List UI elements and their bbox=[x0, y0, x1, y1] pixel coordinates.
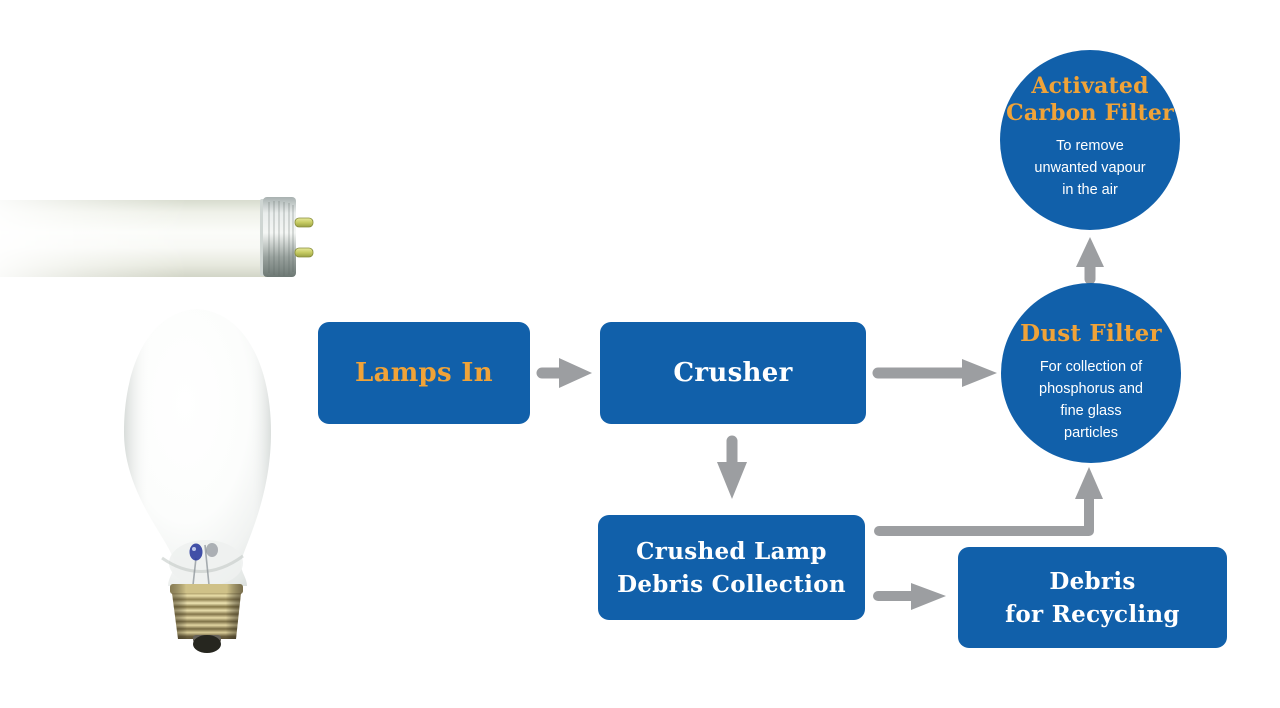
node-description-line: For collection of bbox=[1039, 359, 1143, 375]
node-label: Debris for Recycling bbox=[1005, 565, 1180, 631]
node-label-line: Debris bbox=[1049, 567, 1136, 595]
node-label: Crusher bbox=[673, 358, 793, 388]
tube-pin-top bbox=[294, 217, 314, 228]
node-description-line: To remove bbox=[1056, 138, 1124, 154]
node-label-line: for Recycling bbox=[1005, 600, 1180, 628]
bulb-screw-base bbox=[170, 584, 243, 653]
node-label-line: Crushed Lamp bbox=[636, 537, 827, 565]
node-description-line: particles bbox=[1064, 425, 1118, 441]
node-description: For collection of phosphorus and fine gl… bbox=[1001, 356, 1181, 444]
node-title: Dust Filter bbox=[1020, 320, 1162, 347]
node-label: Lamps In bbox=[355, 358, 493, 388]
arrow-crusher-to-dust-filter bbox=[872, 359, 997, 387]
node-crushed-lamp-debris-collection: Crushed Lamp Debris Collection bbox=[598, 515, 865, 620]
node-debris-for-recycling: Debris for Recycling bbox=[958, 547, 1227, 648]
node-label-line: Debris Collection bbox=[617, 570, 846, 598]
lamp-photos-illustration bbox=[0, 197, 314, 653]
arrow-crusher-to-crushed-collection bbox=[717, 435, 747, 499]
fluorescent-tube-image bbox=[0, 197, 314, 277]
node-crusher: Crusher bbox=[600, 322, 866, 424]
node-description-line: fine glass bbox=[1060, 403, 1122, 419]
elliptical-bulb-image bbox=[124, 309, 271, 653]
node-description: To remove unwanted vapour in the air bbox=[1000, 135, 1180, 201]
bulb-inner-arc-tube bbox=[189, 543, 203, 561]
arrow-crushed-collection-to-debris-recycling bbox=[873, 583, 946, 610]
arrow-dust-filter-to-activated-carbon-filter bbox=[1076, 237, 1104, 285]
node-title: Activated Carbon Filter bbox=[1000, 73, 1180, 127]
node-description-line: unwanted vapour bbox=[1034, 160, 1146, 176]
node-title-line: Carbon Filter bbox=[1006, 100, 1174, 126]
node-dust-filter: Dust Filter For collection of phosphorus… bbox=[1001, 283, 1181, 463]
arrow-lamps-in-to-crusher bbox=[536, 358, 592, 388]
node-label: Crushed Lamp Debris Collection bbox=[617, 535, 846, 601]
node-title-line: Activated bbox=[1031, 73, 1149, 99]
node-activated-carbon-filter: Activated Carbon Filter To remove unwant… bbox=[1000, 50, 1180, 230]
arrow-crushed-collection-to-dust-filter bbox=[874, 467, 1103, 536]
node-description-line: phosphorus and bbox=[1039, 381, 1143, 397]
tube-pin-bottom bbox=[294, 247, 314, 258]
node-description-line: in the air bbox=[1062, 182, 1118, 198]
node-lamps-in: Lamps In bbox=[318, 322, 530, 424]
